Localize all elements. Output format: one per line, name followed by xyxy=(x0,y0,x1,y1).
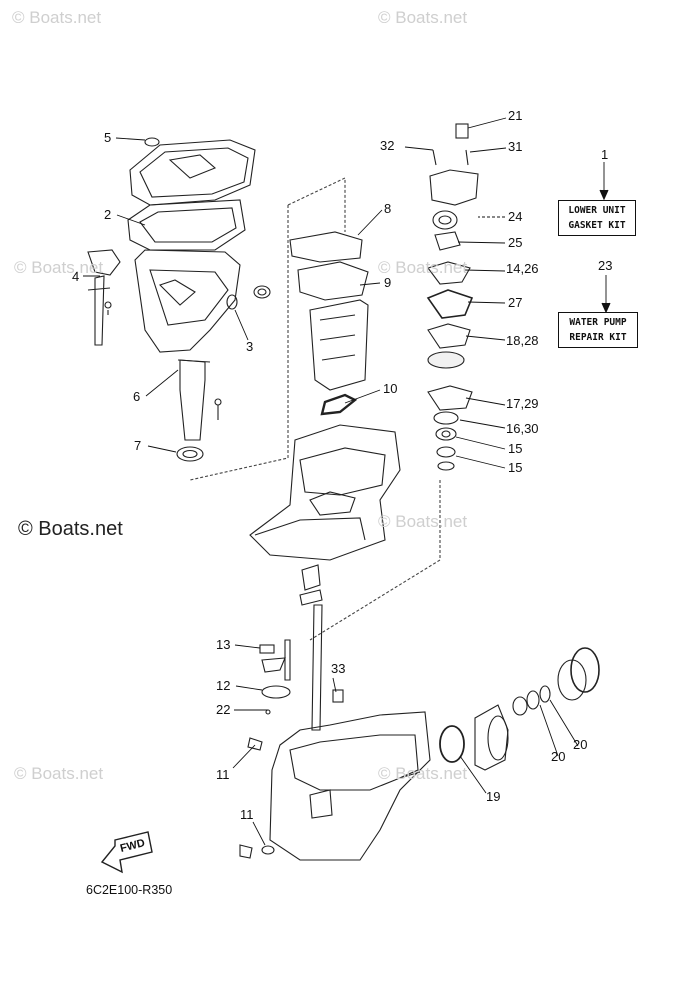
callout-27: 27 xyxy=(508,295,523,310)
callout-10: 10 xyxy=(383,381,398,396)
callout-16-30: 16,30 xyxy=(506,421,539,436)
lower-casing-upper-drawing xyxy=(249,424,401,606)
callout-20-left: 20 xyxy=(551,749,566,764)
watermark-top-left: © Boats.net xyxy=(12,8,102,27)
gearcase-drawing xyxy=(239,604,600,861)
callout-23: 23 xyxy=(598,258,613,273)
callout-4: 4 xyxy=(72,269,80,284)
water-pump-drawing xyxy=(426,123,479,471)
watermark-lower-center: © Boats.net xyxy=(378,764,468,783)
callout-20-right: 20 xyxy=(573,737,588,752)
callout-5: 5 xyxy=(104,130,112,145)
watermark-top-center: © Boats.net xyxy=(378,8,468,27)
leader-lines xyxy=(83,117,607,846)
callout-22: 22 xyxy=(216,702,231,717)
water-pump-repair-kit-box: WATER PUMP REPAIR KIT xyxy=(558,312,638,348)
callout-15-lower: 15 xyxy=(508,460,523,475)
water-pump-kit-line2: REPAIR KIT xyxy=(569,332,627,343)
diagram-part-code: 6C2E100-R350 xyxy=(86,883,173,897)
callout-11-upper: 11 xyxy=(216,767,230,782)
watermark-center: © Boats.net xyxy=(378,512,468,531)
upper-casing-drawing xyxy=(87,137,271,462)
callout-33: 33 xyxy=(331,661,346,676)
watermark-mid-left: © Boats.net xyxy=(14,258,104,277)
callout-15-upper: 15 xyxy=(508,441,523,456)
callout-18-28: 18,28 xyxy=(506,333,539,348)
callout-8: 8 xyxy=(384,201,392,216)
callout-7: 7 xyxy=(134,438,142,453)
callout-2: 2 xyxy=(104,207,112,222)
callout-3: 3 xyxy=(246,339,254,354)
lower-unit-kit-line2: GASKET KIT xyxy=(568,220,626,231)
callout-12: 12 xyxy=(216,678,231,693)
lower-unit-kit-line1: LOWER UNIT xyxy=(568,205,626,216)
callout-11-lower: 11 xyxy=(240,807,254,822)
watermark-dark-left: © Boats.net xyxy=(18,518,123,540)
callout-31: 31 xyxy=(508,139,523,154)
watermark-lower-left: © Boats.net xyxy=(14,764,104,783)
callout-17-29: 17,29 xyxy=(506,396,539,411)
callout-13: 13 xyxy=(216,637,231,652)
callout-1: 1 xyxy=(601,147,609,162)
callout-6: 6 xyxy=(133,389,141,404)
callout-32: 32 xyxy=(380,138,395,153)
exhaust-guide-drawing xyxy=(289,231,369,416)
callout-24: 24 xyxy=(508,209,523,224)
water-pump-kit-line1: WATER PUMP xyxy=(569,317,627,328)
callout-14-26: 14,26 xyxy=(506,261,539,276)
callout-25: 25 xyxy=(508,235,523,250)
callout-19: 19 xyxy=(486,789,501,804)
callout-9: 9 xyxy=(384,275,392,290)
lower-unit-gasket-kit-box: LOWER UNIT GASKET KIT xyxy=(558,200,636,236)
watermark-mid-center: © Boats.net xyxy=(378,258,468,277)
fwd-arrow-shape xyxy=(100,831,153,874)
callout-21: 21 xyxy=(508,108,523,123)
